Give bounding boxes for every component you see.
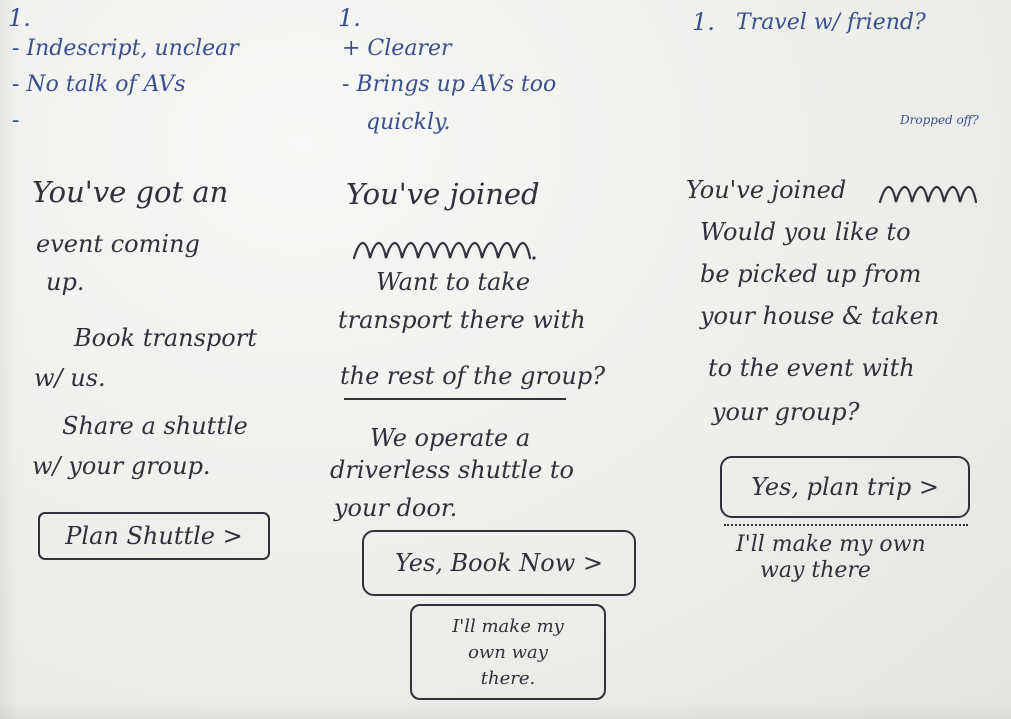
opt-out-line-1: I'll make my [452,616,564,637]
col3-button-shadow [724,524,968,526]
col3-message-line-2: Would you like to [700,218,911,246]
col3-note-1: Travel w/ friend? [736,10,926,35]
col2-message-line-1: You've joined [346,177,540,211]
col1-message-line-1: You've got an [32,175,229,209]
col2-message-line-2: Want to take [376,268,531,296]
col2-group-name-placeholder [350,234,540,264]
col3-group-name-placeholder [876,178,988,208]
col2-note-2: - Brings up AVs too [342,72,557,97]
plan-shuttle-button[interactable]: Plan Shuttle > [38,512,270,560]
col2-underline [344,398,566,400]
col2-note-3: quickly. [366,110,451,135]
col2-note-1: + Clearer [342,36,452,61]
col3-message-line-3: be picked up from [700,260,922,288]
yes-book-now-button-label: Yes, Book Now > [395,549,603,577]
opt-out-own-way-button[interactable]: I'll make my own way there. [410,604,606,700]
col1-message-line-6: Share a shuttle [62,412,248,440]
yes-plan-trip-button[interactable]: Yes, plan trip > [720,456,970,518]
col2-message-line-3: transport there with [338,306,586,334]
col2-message-line-5: We operate a [370,424,531,452]
opt-out-line-3: there. [480,668,536,689]
col1-note-3: - [12,108,20,133]
yes-book-now-button[interactable]: Yes, Book Now > [362,530,636,596]
col3-message-line-4: your house & taken [700,302,940,330]
col1-message-line-5: w/ us. [34,364,106,392]
col1-note-1: - Indescript, unclear [12,36,239,61]
col3-opt-out-line-2[interactable]: way there [760,558,871,583]
col1-message-line-2: event coming [36,230,200,258]
col3-opt-out-line-1[interactable]: I'll make my own [736,532,926,557]
col2-message-line-7: your door. [334,494,458,522]
col1-message-line-4: Book transport [74,324,257,352]
col3-message-line-6: your group? [712,398,860,426]
col1-note-2: - No talk of AVs [12,72,186,97]
yes-plan-trip-button-label: Yes, plan trip > [751,473,939,501]
plan-shuttle-button-label: Plan Shuttle > [65,522,243,550]
col3-message-line-1: You've joined [686,176,847,204]
opt-out-line-2: own way [468,642,548,663]
col2-number: 1. [338,4,361,32]
col3-message-line-5: to the event with [708,354,915,382]
col3-number: 1. [692,8,715,36]
col1-message-line-7: w/ your group. [32,452,211,480]
col2-message-line-4: the rest of the group? [340,362,606,390]
col2-message-line-6: driverless shuttle to [330,456,575,484]
col1-number: 1. [8,4,31,32]
col1-message-line-3: up. [46,268,85,296]
col3-note-2: Dropped off? [900,113,979,127]
